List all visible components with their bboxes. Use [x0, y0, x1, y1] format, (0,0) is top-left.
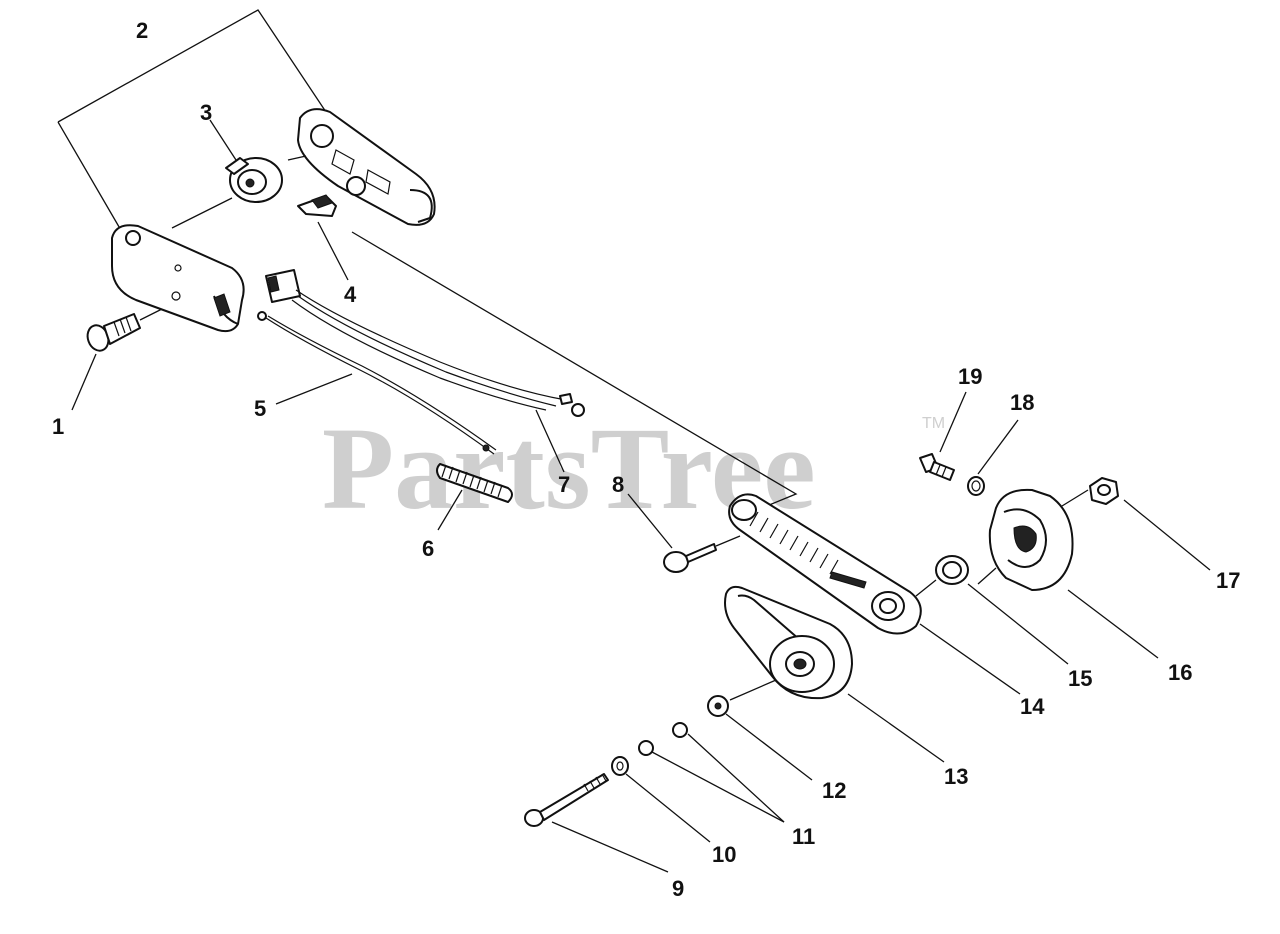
callout-1: 1 [52, 414, 64, 439]
callout-10: 10 [712, 842, 736, 867]
part-18-washer [967, 476, 985, 496]
part-10-washer [611, 756, 629, 776]
callout-15: 15 [1068, 666, 1092, 691]
callout-16: 16 [1168, 660, 1192, 685]
part-8-screw [663, 535, 741, 573]
callout-12: 12 [822, 778, 846, 803]
part-5-cable [257, 311, 497, 455]
part-2-right-housing [287, 108, 436, 226]
part-11-washers [638, 722, 688, 756]
part-7-wire-harness [265, 269, 585, 417]
part-16-cam-cover [977, 488, 1074, 591]
part-6-spring [436, 463, 513, 503]
part-13-lever [724, 585, 853, 700]
callout-13: 13 [944, 764, 968, 789]
callout-19: 19 [958, 364, 982, 389]
callout-2: 2 [136, 18, 148, 43]
part-4-tab [297, 194, 337, 217]
callout-9: 9 [672, 876, 684, 901]
callout-11: 11 [792, 824, 815, 849]
part-3-switch [171, 157, 283, 229]
callout-6: 6 [422, 536, 434, 561]
callout-7: 7 [558, 472, 570, 497]
part-1-bolt [86, 305, 169, 352]
callout-8: 8 [612, 472, 624, 497]
part-14-handle [728, 493, 922, 635]
callout-18: 18 [1010, 390, 1034, 415]
bracket-item-2-left [57, 121, 123, 233]
watermark-trademark: TM [922, 415, 945, 432]
callout-5: 5 [254, 396, 266, 421]
part-12-washer [707, 679, 777, 717]
part-15-washer [915, 555, 969, 597]
bracket-item-2 [57, 9, 331, 123]
callout-3: 3 [200, 100, 212, 125]
part-17-nut [1061, 477, 1119, 507]
part-9-long-bolt [524, 773, 609, 827]
part-2-left-housing [111, 224, 245, 333]
leader-lines [71, 119, 1211, 873]
part-19-bolt [919, 453, 955, 481]
callout-4: 4 [344, 282, 357, 307]
callout-14: 14 [1020, 694, 1045, 719]
callout-17: 17 [1216, 568, 1240, 593]
